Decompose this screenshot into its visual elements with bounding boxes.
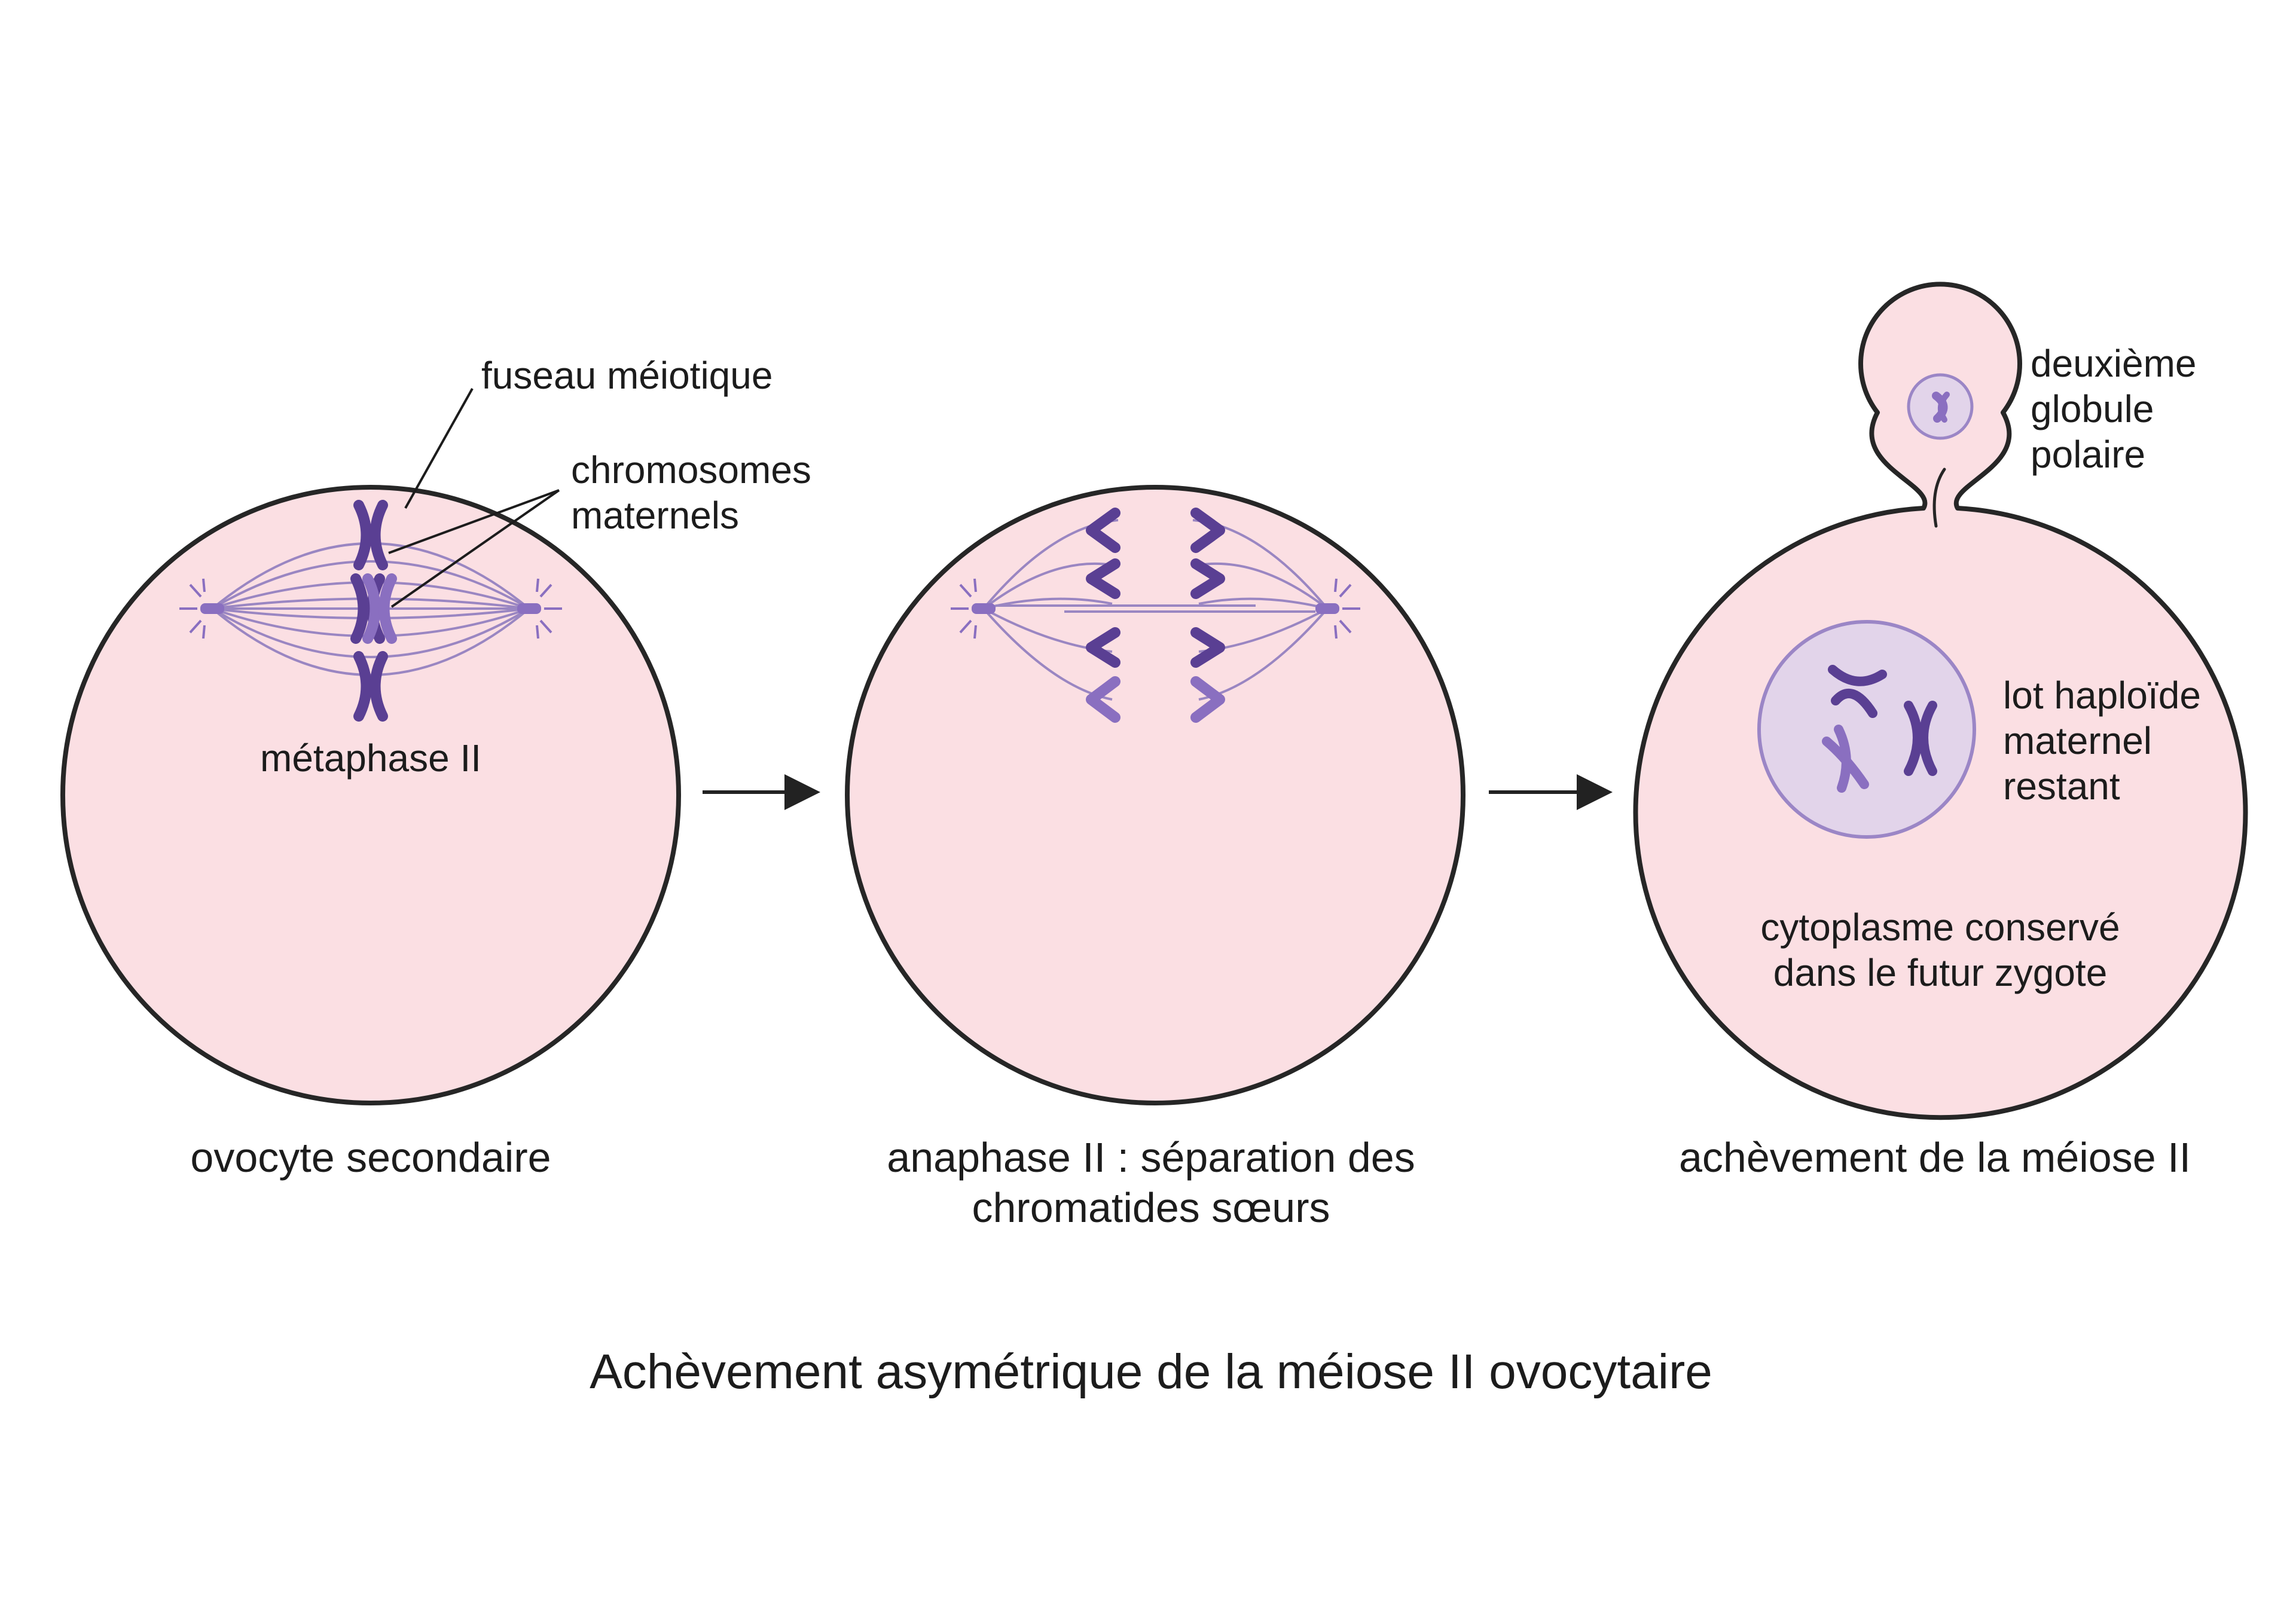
chromosomes-label-line1: chromosomes (571, 448, 811, 491)
chromosomes-label-line2: maternels (571, 494, 739, 537)
polar-body-label-line1: deuxième (2031, 342, 2197, 385)
chromatid (1086, 676, 1120, 723)
polar-body-label-line2: globule (2031, 387, 2154, 430)
polar-body-label-line3: polaire (2031, 433, 2145, 476)
secondary-oocyte-cell (60, 485, 681, 1105)
spindle-pole-left (179, 578, 224, 639)
panel-3-caption: achèvement de la méiose II (1679, 1134, 2191, 1181)
spindle-label: fuseau méiotique (481, 354, 773, 397)
diagram-title: Achèvement asymétrique de la méiose II o… (590, 1345, 1712, 1399)
panel-meiosis-completion: deuxième globule polaire lot haploïde ma… (1633, 282, 2248, 1181)
spindle-pole-right (1315, 578, 1360, 639)
spindle-pole-right (517, 578, 562, 639)
panel-2-caption-line1: anaphase II : séparation des (887, 1134, 1415, 1181)
chromosome-callout-line (388, 489, 560, 554)
chromatid (1086, 627, 1120, 668)
nucleus-label-line2: maternel (2003, 719, 2152, 762)
separated-chromatids (1086, 508, 1225, 723)
haploid-nucleus (1757, 620, 1976, 839)
nucleus-label-line1: lot haploïde (2003, 674, 2201, 717)
chromatid (1190, 558, 1225, 599)
panel-1-caption: ovocyte secondaire (190, 1134, 551, 1181)
chromosome (353, 651, 388, 722)
nucleus-label-line3: restant (2003, 765, 2120, 808)
chromatid (1086, 558, 1120, 599)
metaphase-chromosomes (350, 500, 397, 722)
chromatid (1190, 627, 1225, 668)
chromosome (1828, 665, 1887, 718)
cleavage-line (1932, 468, 1946, 528)
cytoplasm-label-line2: dans le futur zygote (1773, 951, 2108, 994)
callout-lines (388, 388, 560, 608)
spindle-pole-left (951, 578, 996, 639)
polar-body-nucleus (1907, 373, 1974, 440)
chromosome (353, 500, 388, 570)
nucleus (1757, 620, 1976, 839)
chromatid (1190, 508, 1225, 553)
panel-2-caption-line2: chromatides sœurs (972, 1184, 1330, 1231)
metaphase-label: métaphase II (260, 737, 481, 780)
chromosome-callout-line (390, 489, 560, 608)
chromatid (1086, 508, 1120, 553)
chromosome (362, 573, 397, 644)
chromosome (1904, 701, 1937, 776)
chromosome (1822, 725, 1869, 793)
panel-anaphase: anaphase II : séparation des chromatides… (845, 485, 1465, 1231)
anaphase-cell (845, 485, 1465, 1105)
chromatid (1190, 676, 1225, 723)
cytoplasm-label-line1: cytoplasme conservé (1760, 906, 2120, 949)
spindle-callout-line (404, 388, 474, 509)
panel-secondary-oocyte: fuseau méiotique chromosomes maternels m… (60, 354, 811, 1181)
